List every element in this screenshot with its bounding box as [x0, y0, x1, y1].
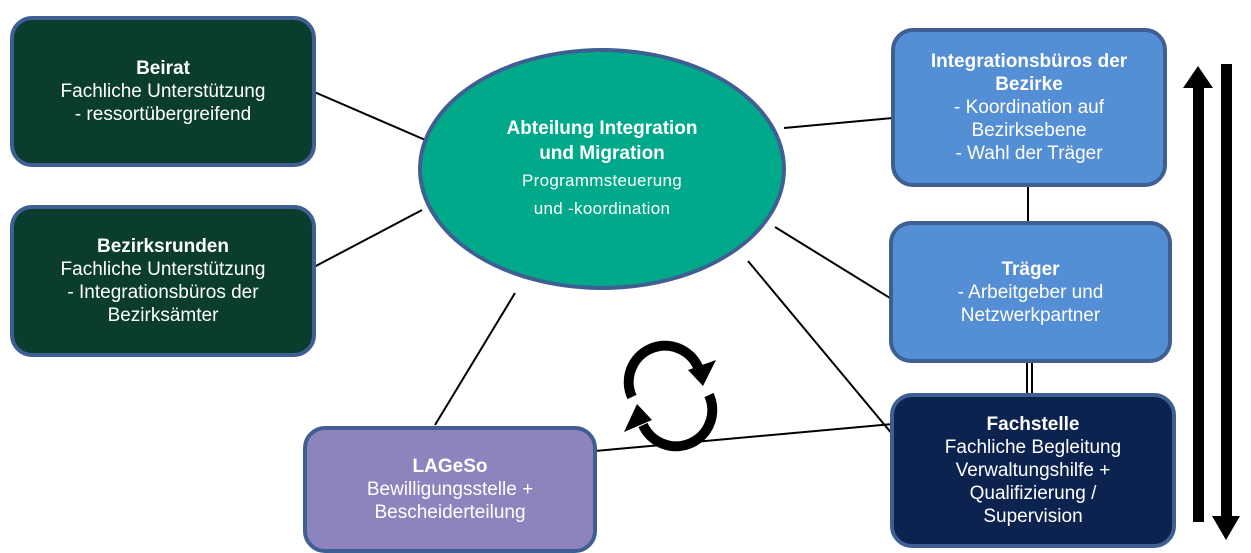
center-sub-line-2: und -koordination [533, 199, 671, 218]
abteilung-integration-ellipse: Abteilung Integration und Migration Prog… [418, 48, 786, 290]
integrationsbueros-line-3: - Wahl der Träger [955, 143, 1103, 164]
arrow-down-icon [1212, 64, 1240, 540]
center-title-line-1: Abteilung Integration [506, 118, 698, 139]
beirat-line-1: Fachliche Unterstützung [60, 81, 266, 102]
integrationsbueros-box: Integrationsbüros der Bezirke - Koordina… [891, 28, 1167, 187]
traeger-title: Träger [1001, 258, 1060, 280]
integrationsbueros-title-line-1: Integrationsbüros der [930, 51, 1128, 72]
connector-bezirksrunden [311, 209, 423, 269]
bezirksrunden-box: Bezirksrunden Fachliche Unterstützung - … [10, 205, 316, 357]
connector-lageso-center [434, 292, 516, 426]
traeger-line-1: - Arbeitgeber und [957, 281, 1104, 303]
center-sub-line-1: Programmsteuerung [521, 171, 683, 190]
connector-traeger [774, 226, 891, 299]
arrow-up-icon [1183, 66, 1213, 522]
beirat-title: Beirat [136, 58, 190, 79]
integrationsbueros-line-1: - Koordination auf [954, 97, 1104, 118]
lageso-box: LAGeSo Bewilligungsstelle + Bescheiderte… [303, 426, 597, 553]
connector-integrationsbueros [783, 117, 894, 129]
connector-fachstelle-center [747, 260, 894, 436]
fachstelle-line-3: Qualifizierung / [969, 483, 1097, 504]
lageso-title: LAGeSo [412, 456, 488, 477]
cycle-arrows-icon [623, 340, 718, 452]
lageso-line-2: Bescheiderteilung [374, 502, 526, 523]
traeger-line-2: Netzwerkpartner [960, 304, 1101, 326]
connector-beirat [311, 90, 431, 143]
fachstelle-title: Fachstelle [986, 414, 1080, 435]
connector-lageso-fachstelle [594, 423, 894, 452]
bezirksrunden-line-3: Bezirksämter [107, 305, 219, 326]
beirat-box: Beirat Fachliche Unterstützung - ressort… [10, 16, 316, 167]
fachstelle-box: Fachstelle Fachliche Begleitung Verwaltu… [890, 393, 1176, 548]
integrationsbueros-line-2: Bezirksebene [971, 120, 1087, 141]
beirat-line-2: - ressortübergreifend [74, 104, 252, 125]
center-title-line-2: und Migration [539, 143, 665, 164]
bezirksrunden-line-2: - Integrationsbüros der [67, 282, 259, 303]
lageso-line-1: Bewilligungsstelle + [366, 479, 534, 500]
integrationsbueros-title-line-2: Bezirke [995, 74, 1063, 95]
traeger-box: Träger - Arbeitgeber und Netzwerkpartner [889, 221, 1172, 363]
bezirksrunden-title: Bezirksrunden [97, 236, 229, 257]
fachstelle-line-2: Verwaltungshilfe + [955, 460, 1111, 481]
fachstelle-line-1: Fachliche Begleitung [944, 437, 1122, 458]
bezirksrunden-line-1: Fachliche Unterstützung [60, 259, 266, 280]
fachstelle-line-4: Supervision [983, 506, 1083, 527]
